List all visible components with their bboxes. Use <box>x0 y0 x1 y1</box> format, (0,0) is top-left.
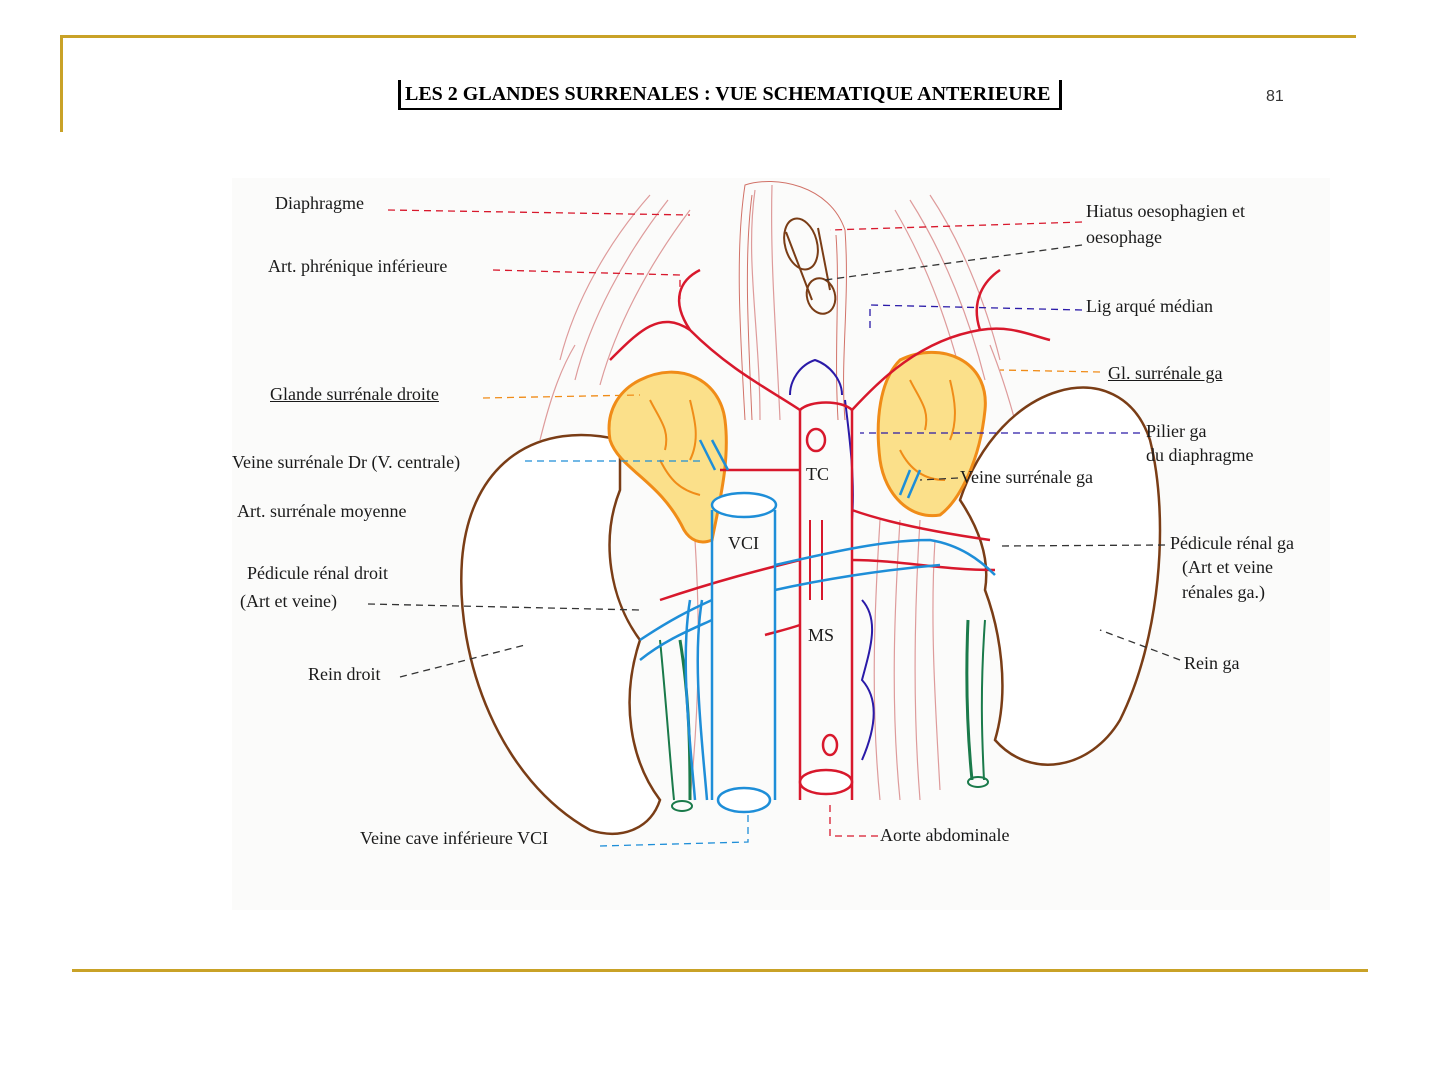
label-pilier-2: du diaphragme <box>1146 445 1254 465</box>
label-pedicule-dr-1: Pédicule rénal droit <box>247 563 388 583</box>
label-veine-surrenale-ga: Veine surrénale ga <box>960 467 1093 487</box>
label-art-phrenique: Art. phrénique inférieure <box>268 256 448 276</box>
slide-frame-top <box>60 35 1356 38</box>
label-veine-surrenale-dr: Veine surrénale Dr (V. centrale) <box>232 452 461 472</box>
label-rein-droit: Rein droit <box>308 664 381 684</box>
slide-title: LES 2 GLANDES SURRENALES : VUE SCHEMATIQ… <box>398 80 1062 110</box>
right-kidney <box>460 433 693 835</box>
label-rein-ga: Rein ga <box>1184 653 1240 673</box>
label-tc: TC <box>806 464 830 484</box>
label-pedicule-dr-2: (Art et veine) <box>240 591 337 611</box>
label-gl-surrenale-ga: Gl. surrénale ga <box>1108 363 1223 383</box>
label-pilier-1: Pilier ga <box>1146 421 1207 441</box>
label-ms: MS <box>808 625 835 645</box>
label-pedicule-ga-2: (Art et veine <box>1182 557 1273 577</box>
label-pedicule-ga-3: rénales ga.) <box>1182 582 1265 602</box>
inferior-vena-cava <box>710 491 778 814</box>
label-vci: VCI <box>728 533 759 553</box>
leader-lines <box>367 209 1181 847</box>
slide-frame-bottom <box>72 969 1368 972</box>
label-pedicule-ga-1: Pédicule rénal ga <box>1170 533 1294 553</box>
page-number: 81 <box>1266 88 1284 105</box>
label-hiatus-2: oesophage <box>1086 227 1162 247</box>
label-art-surrenale-moyenne: Art. surrénale moyenne <box>237 501 407 521</box>
right-adrenal-gland <box>607 370 728 544</box>
label-glande-droite: Glande surrénale droite <box>270 384 439 404</box>
veins <box>639 439 996 801</box>
abdominal-aorta <box>798 401 854 800</box>
label-hiatus-1: Hiatus oesophagien et <box>1086 201 1245 221</box>
left-kidney <box>958 386 1162 788</box>
label-diaphragme: Diaphragme <box>275 193 364 213</box>
diaphragm-crura <box>738 180 847 421</box>
left-adrenal-gland <box>876 350 987 518</box>
slide-frame-left <box>60 35 63 132</box>
arteries <box>609 268 1051 637</box>
label-aorte: Aorte abdominale <box>880 825 1010 845</box>
label-lig-arque: Lig arqué médian <box>1086 296 1213 316</box>
label-vci-caption: Veine cave inférieure VCI <box>360 828 549 848</box>
